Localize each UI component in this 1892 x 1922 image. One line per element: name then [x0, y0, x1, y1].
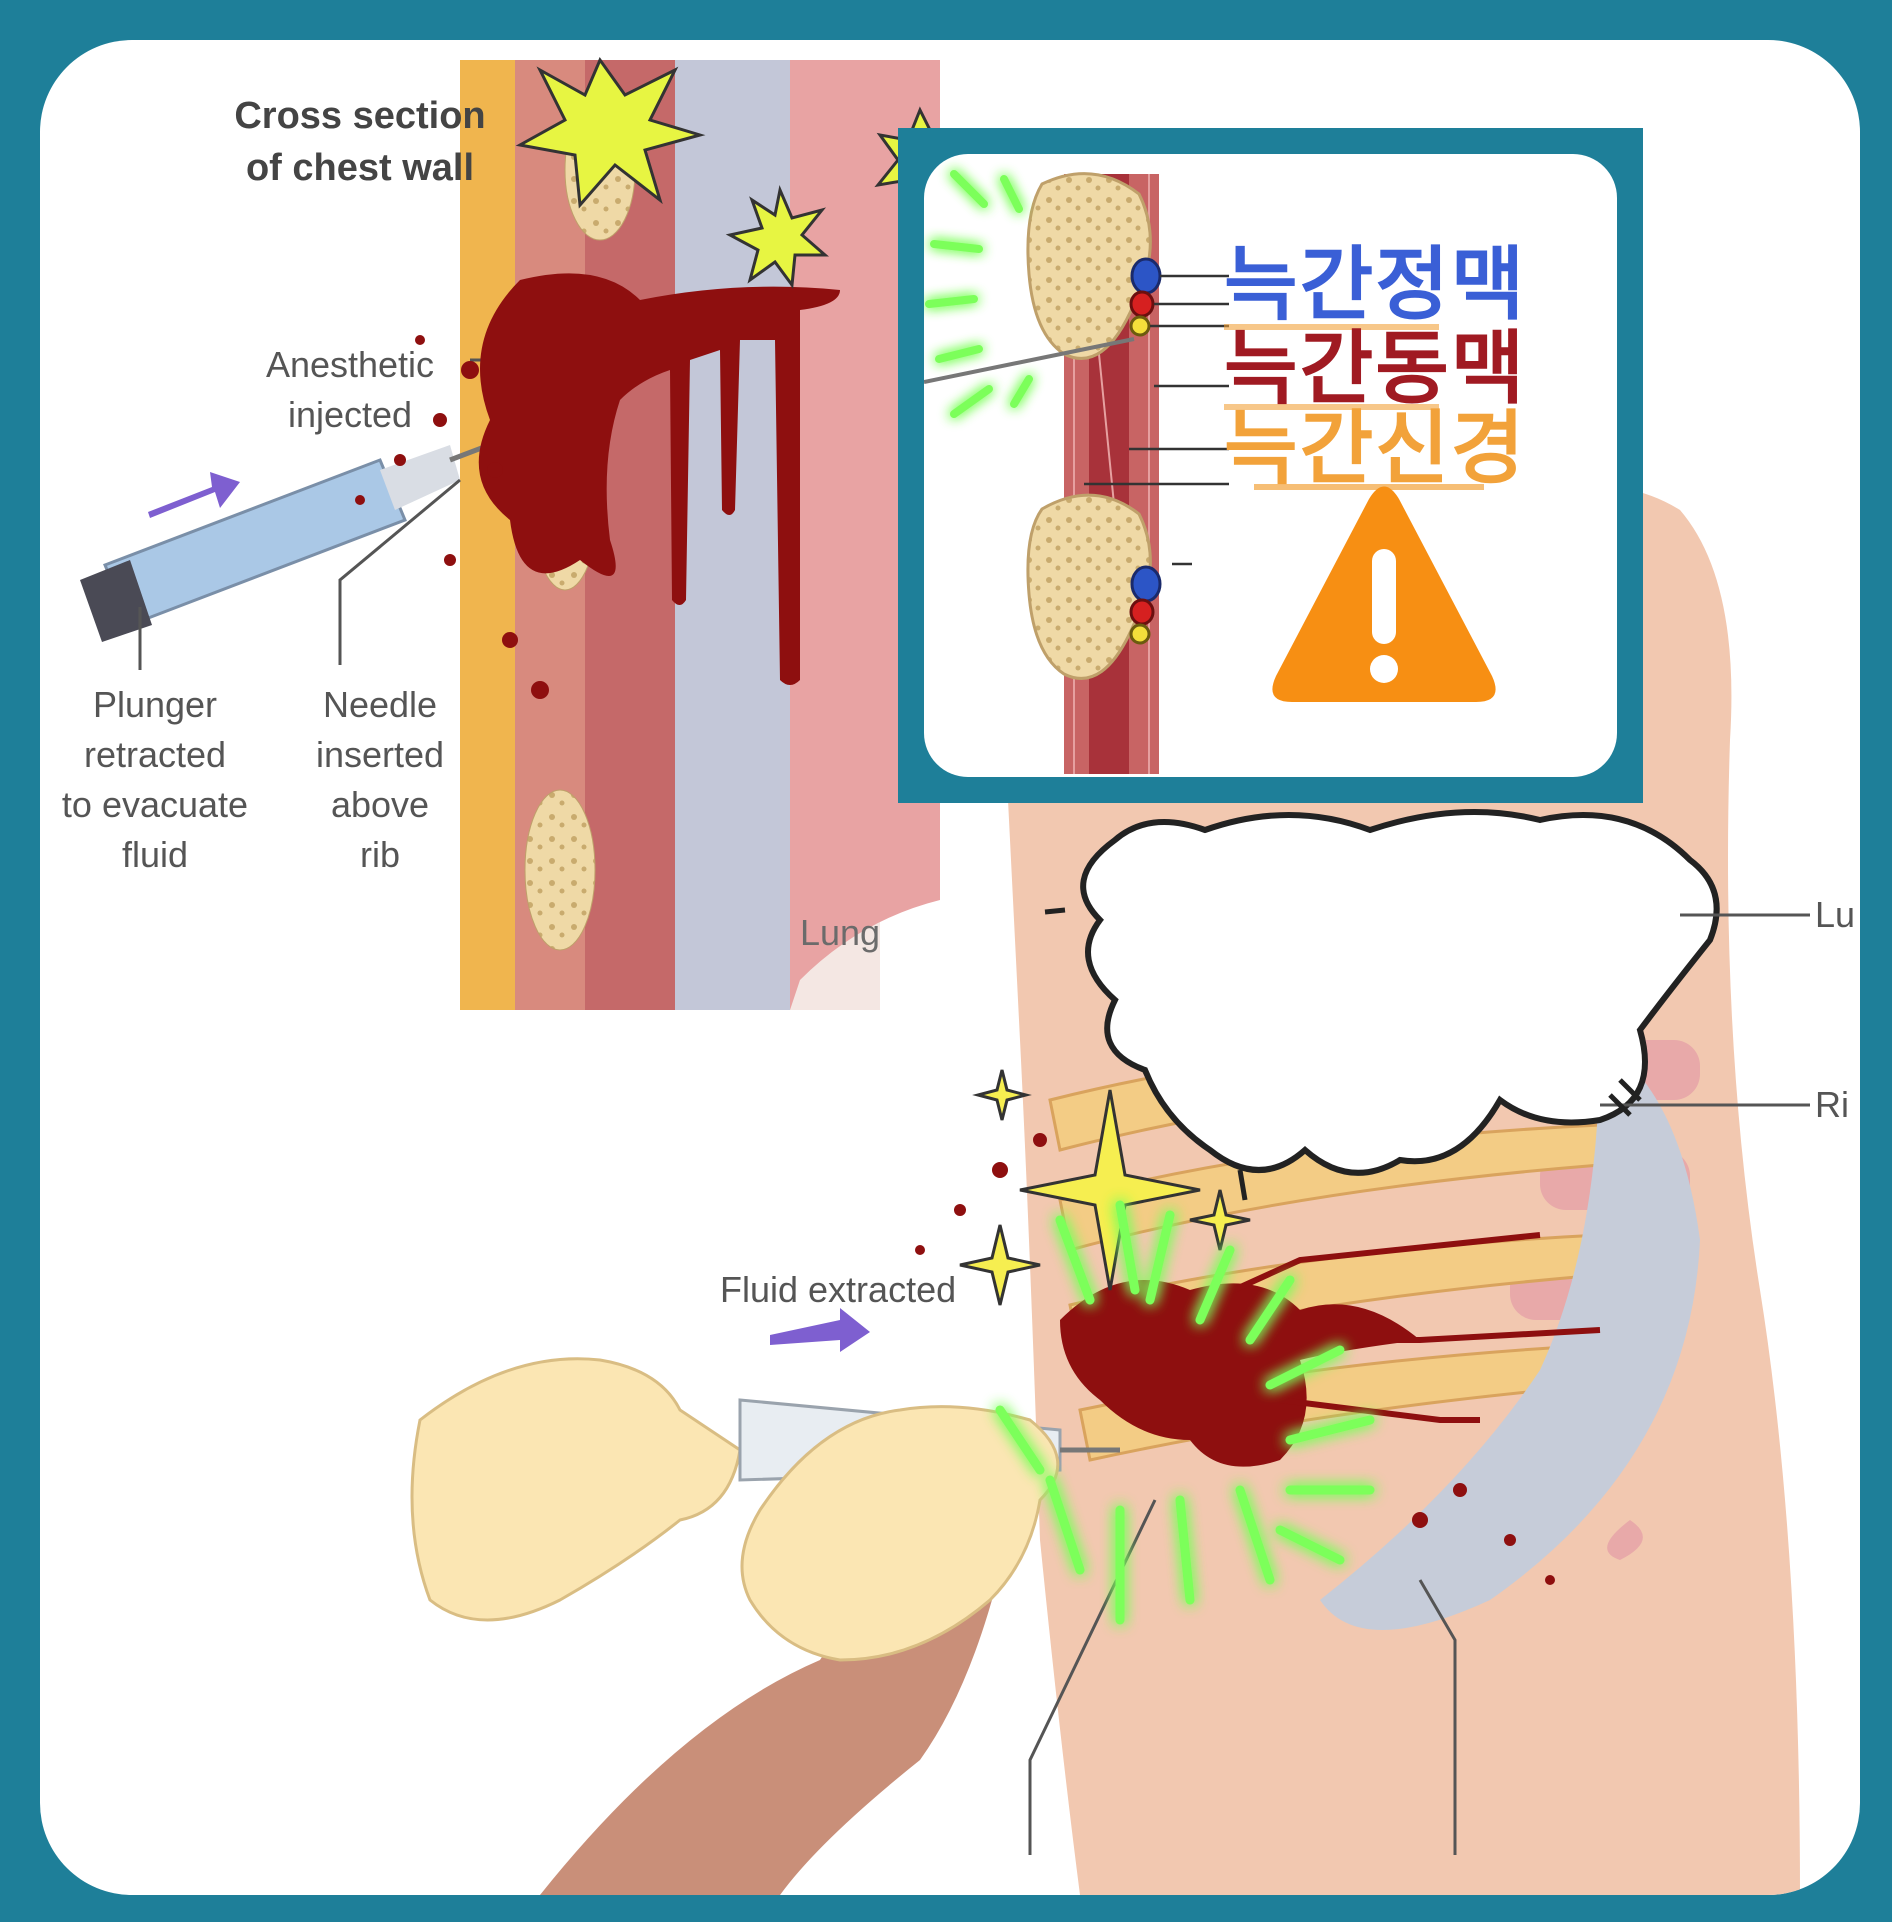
shock-lines — [995, 1200, 1375, 1625]
shock-lines-inset — [925, 170, 1033, 418]
right-hand — [740, 1405, 1060, 1662]
vein-icon — [1130, 257, 1162, 295]
rib-label-right: Ri — [1815, 1084, 1849, 1125]
intercostal-nerve-label: 늑간신경 — [1224, 402, 1527, 495]
sparkle-icon — [1019, 1089, 1201, 1291]
intercostal-vein-label: 늑간정맥 — [1224, 238, 1527, 331]
needle-label: Needle inserted above rib — [315, 684, 445, 875]
fat-layer — [460, 60, 515, 1010]
sparkle-icon-2 — [959, 1224, 1041, 1306]
cross-section-title: Cross section of chest wall — [234, 95, 486, 189]
syringe-upper — [80, 419, 551, 642]
star-icon — [515, 56, 706, 209]
intercostal-artery-label: 늑간동맥 — [1224, 322, 1527, 415]
speech-burst — [1080, 809, 1720, 1176]
inset-card: 늑간정맥 늑간동맥 늑간신경 — [924, 154, 1617, 777]
sparkle-icon-3 — [1189, 1189, 1251, 1251]
rib-lower — [524, 789, 596, 951]
needle-line — [924, 337, 1135, 384]
fluid-extracted-label: Fluid extracted — [720, 1269, 957, 1310]
costal-cartilage — [1320, 1040, 1700, 1630]
pleura-layer — [675, 60, 790, 1010]
intercostal-inset-diagram — [924, 170, 1496, 774]
lung-label-right: Lu — [1815, 894, 1856, 935]
artery-icon — [1129, 290, 1155, 318]
sparkle-icon-4 — [972, 1069, 1032, 1121]
hands-syringe — [410, 1308, 1120, 1895]
blood-splatter-lower — [915, 1133, 1601, 1585]
blood-splatter-upper — [355, 273, 840, 699]
plunger-label: Plunger retracted to evacuate fluid — [61, 684, 249, 875]
illustration-card: Cross section of chest wall Anesthetic i… — [40, 40, 1860, 1895]
star-icon-2 — [725, 184, 830, 290]
rib-inset-lower — [1026, 493, 1152, 680]
anesthetic-label: Anesthetic injected — [265, 344, 435, 435]
nerve-icon — [1129, 315, 1151, 337]
arrow-left-icon — [148, 472, 240, 518]
lung-label: Lung — [799, 912, 881, 953]
inset-panel: 늑간정맥 늑간동맥 늑간신경 — [898, 128, 1643, 803]
left-hand — [410, 1357, 742, 1622]
warning-icon — [1272, 486, 1496, 702]
arrow-left-icon-2 — [770, 1308, 870, 1352]
thoracentesis-illustration — [80, 56, 1810, 1895]
